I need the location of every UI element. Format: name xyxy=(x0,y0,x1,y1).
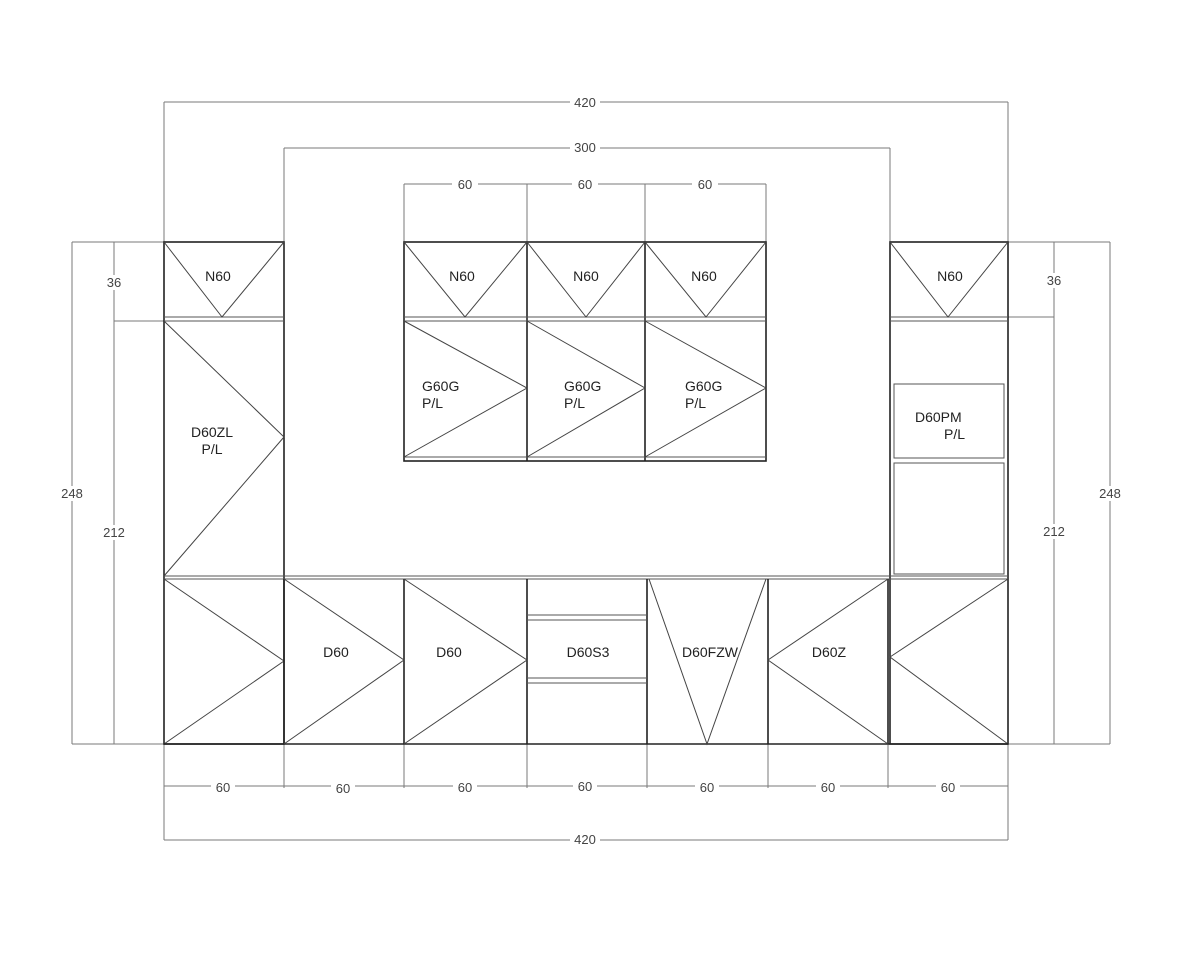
left-tall-column: N60 D60ZL P/L xyxy=(163,241,285,745)
top-dimension-420: 420 xyxy=(163,95,1009,242)
cabinet-label-wall-1-hinge: P/L xyxy=(422,395,443,411)
cabinet-label-base-2: D60 xyxy=(323,644,349,660)
cabinet-label-wall-top-2: N60 xyxy=(573,268,599,284)
dim-label-wall-1: 60 xyxy=(458,177,472,192)
dim-label-base-4: 60 xyxy=(578,779,592,794)
cabinet-label-wall-top-3: N60 xyxy=(691,268,717,284)
cabinet-label-base-4: D60S3 xyxy=(567,644,610,660)
cabinet-label-wall-3-code: G60G xyxy=(685,378,722,394)
dim-label-left-total: 248 xyxy=(61,486,83,501)
cabinet-label-wall-3-hinge: P/L xyxy=(685,395,706,411)
cabinet-label-right-top: N60 xyxy=(937,268,963,284)
base-cabinet-row: D60 D60 D60S3 D60FZW D60Z xyxy=(164,575,1008,746)
dim-label-left-top: 36 xyxy=(107,275,121,290)
cabinet-label-right-oven-hinge: P/L xyxy=(944,426,965,442)
dim-label-top-overall: 420 xyxy=(574,95,596,110)
right-tall-column: N60 D60PM P/L xyxy=(889,241,1009,745)
top-wall-width-dimensions: 60 60 60 xyxy=(403,177,767,242)
dim-label-right-total: 248 xyxy=(1099,486,1121,501)
cabinet-label-wall-2-code: G60G xyxy=(564,378,601,394)
cabinet-label-wall-top-1: N60 xyxy=(449,268,475,284)
dim-label-right-top: 36 xyxy=(1047,273,1061,288)
left-height-dimensions: 248 36 212 xyxy=(55,241,164,745)
cabinet-label-left-tall-hinge: P/L xyxy=(201,441,222,457)
dim-label-base-2: 60 xyxy=(336,781,350,796)
bottom-width-dimensions: 60 60 60 60 60 60 60 420 xyxy=(163,744,1009,847)
dim-label-base-7: 60 xyxy=(941,780,955,795)
dim-label-bottom-overall: 420 xyxy=(574,832,596,847)
cabinet-label-right-oven-code: D60PM xyxy=(915,409,962,425)
cabinet-label-wall-2-hinge: P/L xyxy=(564,395,585,411)
dim-label-base-6: 60 xyxy=(821,780,835,795)
dim-label-top-inner: 300 xyxy=(574,140,596,155)
dim-label-wall-3: 60 xyxy=(698,177,712,192)
cabinet-label-left-top: N60 xyxy=(205,268,231,284)
dim-label-wall-2: 60 xyxy=(578,177,592,192)
cabinet-label-left-tall-code: D60ZL xyxy=(191,424,233,440)
cabinet-label-base-5: D60FZW xyxy=(682,644,739,660)
dim-label-base-3: 60 xyxy=(458,780,472,795)
right-height-dimensions: 248 36 212 xyxy=(1008,241,1127,745)
cabinet-label-base-6: D60Z xyxy=(812,644,847,660)
dim-label-left-lower: 212 xyxy=(103,525,125,540)
cabinet-label-wall-1-code: G60G xyxy=(422,378,459,394)
dim-label-base-5: 60 xyxy=(700,780,714,795)
top-dimension-300: 300 xyxy=(283,140,891,242)
dim-label-right-lower: 212 xyxy=(1043,524,1065,539)
dim-label-base-1: 60 xyxy=(216,780,230,795)
cabinet-label-base-3: D60 xyxy=(436,644,462,660)
wall-unit-group: N60 N60 N60 G60G P/L G60G P/L G60G P/L xyxy=(403,241,768,462)
